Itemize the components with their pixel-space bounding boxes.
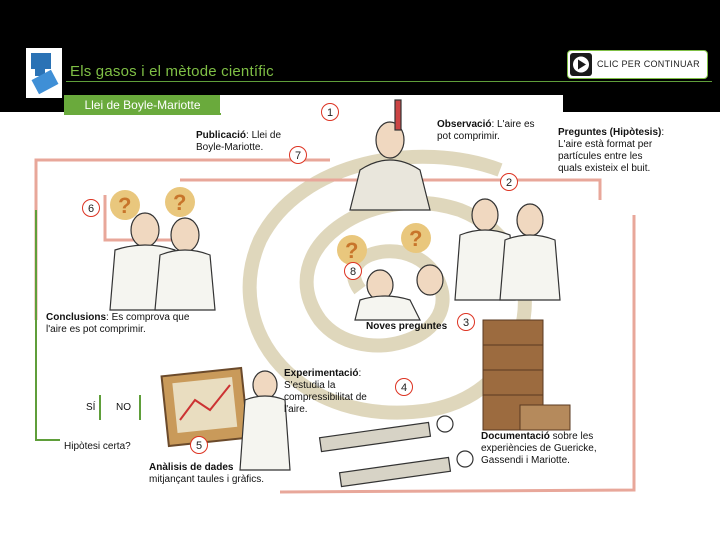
svg-text:?: ? xyxy=(118,193,131,218)
analisi-term: Anàlisis de dades xyxy=(149,462,233,473)
conclusions-term: Conclusions xyxy=(46,312,106,323)
step-preguntes: Preguntes (Hipòtesis): L'aire està forma… xyxy=(558,127,668,175)
decision-yes: SÍ xyxy=(86,402,95,413)
experiment-scientist xyxy=(240,371,290,470)
library-scene xyxy=(483,320,570,430)
step-badge-1: 1 xyxy=(321,103,339,121)
observacio-term: Observació xyxy=(437,119,491,130)
noves-term: Noves preguntes xyxy=(366,321,447,332)
svg-text:?: ? xyxy=(409,226,422,251)
step-badge-8: 8 xyxy=(344,262,362,280)
step-badge-7: 7 xyxy=(289,146,307,164)
step-experimentacio: Experimentació: S'estudia la compressibi… xyxy=(284,368,374,416)
syringes xyxy=(320,416,473,487)
step-analisi: Anàlisis de dades mitjançant taules i gr… xyxy=(149,462,289,486)
publicacio-term: Publicació xyxy=(196,130,246,141)
decision-question: Hipòtesi certa? xyxy=(64,441,131,452)
step-publicacio: Publicació: Llei de Boyle-Mariotte. xyxy=(196,130,296,154)
documentacio-term: Documentació xyxy=(481,431,550,442)
step-noves-preguntes: Noves preguntes xyxy=(366,321,466,333)
step-badge-4: 4 xyxy=(395,378,413,396)
step-observacio: Observació: L'aire es pot comprimir. xyxy=(437,119,549,143)
svg-text:?: ? xyxy=(345,238,358,263)
preguntes-term: Preguntes (Hipòtesis) xyxy=(558,127,661,138)
experimentacio-term: Experimentació xyxy=(284,368,358,379)
step-documentacio: Documentació sobre les experiències de G… xyxy=(481,431,616,467)
analysis-board xyxy=(162,368,249,446)
step-badge-5: 5 xyxy=(190,436,208,454)
step-badge-3: 3 xyxy=(457,313,475,331)
scientists-new-questions xyxy=(355,265,443,320)
step-badge-2: 2 xyxy=(500,173,518,191)
decision-no: NO xyxy=(116,402,131,413)
scientists-publication xyxy=(110,213,215,310)
step-conclusions: Conclusions: Es comprova que l'aire es p… xyxy=(46,312,206,336)
svg-text:?: ? xyxy=(173,190,186,215)
analisi-text: mitjançant taules i gràfics. xyxy=(149,474,264,485)
step-badge-6: 6 xyxy=(82,199,100,217)
